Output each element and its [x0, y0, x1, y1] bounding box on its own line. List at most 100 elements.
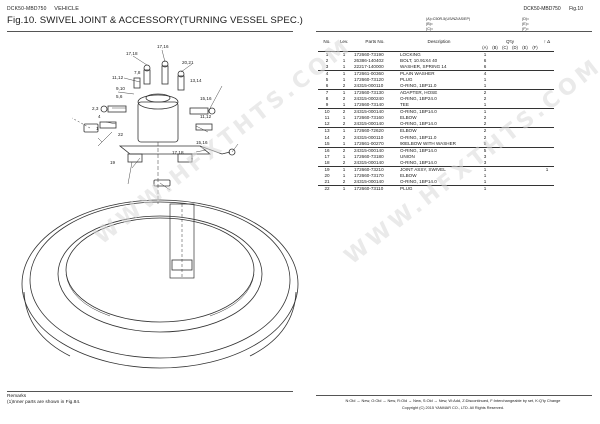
row-qty-e: [520, 185, 530, 192]
col-lev: Lev.: [339, 39, 349, 45]
row-qty-a: 5: [483, 147, 487, 153]
fig-number: Fig.10: [569, 6, 583, 12]
row-qty-b: [490, 102, 500, 110]
row-qty-e: [520, 121, 530, 129]
row-qty-b: [490, 121, 500, 129]
row-qty-d: [510, 185, 520, 192]
row-qty-a: 1: [480, 178, 490, 186]
row-ref: 1: [545, 166, 549, 172]
callout-4: 7,8: [134, 70, 141, 75]
callout-7: 9,10: [116, 86, 125, 91]
row-level: 2: [342, 109, 346, 115]
row-level: 1: [342, 58, 346, 64]
row-parts-no: 22217-140000: [352, 64, 398, 72]
row-parts-no: 24315-000140: [352, 178, 398, 186]
callout-9: 5,6: [116, 94, 123, 99]
row-qty-a: 1: [480, 102, 490, 110]
row-qty-f: [530, 159, 540, 167]
row-qty-a: 6: [480, 64, 490, 72]
code-b: (B)=: [426, 21, 433, 26]
code-d: (D)=: [522, 17, 530, 21]
locking-bracket: [118, 145, 212, 155]
washer-part: [153, 179, 171, 187]
row-parts-no: 24315-000140: [352, 159, 398, 167]
row-description: O-RING, 1BP14.0: [400, 109, 437, 115]
row-ref: [540, 140, 554, 148]
row-level: 1: [336, 102, 352, 110]
row-parts-no: 172660-73180: [354, 153, 384, 159]
callout-16: 17,18: [172, 150, 184, 155]
qty-col-e: (E): [520, 45, 530, 53]
row-level: 2: [336, 159, 352, 167]
callout-1: 17,16: [157, 44, 169, 49]
row-level: 1: [342, 172, 346, 178]
code-c: (C)=: [426, 26, 434, 31]
row-no: 14: [324, 134, 330, 140]
callout-14: 22: [118, 132, 124, 137]
row-description: WASHER, SPRING 14: [398, 64, 480, 72]
swivel-body: [137, 101, 179, 143]
copyright: Copyright (C) 2015 YANMAR CO., LTD. All …: [401, 406, 505, 410]
qty-col-c: (C): [500, 45, 510, 53]
row-level: 2: [336, 83, 352, 91]
row-qty-c: [500, 121, 510, 129]
row-description: ELBOW: [400, 172, 417, 178]
row-qty-d: [510, 159, 520, 167]
row-description: O-RING, 1BP14.0: [400, 147, 437, 153]
callout-13: 11,12: [200, 114, 212, 119]
row-no: 1: [325, 52, 329, 58]
row-qty-c: [500, 140, 510, 148]
row-qty-f: [530, 64, 540, 72]
row-qty-c: [500, 102, 510, 110]
row-qty-e: [520, 140, 530, 148]
row-qty-a: 1: [483, 172, 487, 178]
callout-6: 11,12: [112, 75, 124, 80]
row-description: O-RING, 1BP14.0: [398, 178, 480, 186]
row-parts-no: 172661-00360: [354, 71, 384, 77]
row-level: 2: [336, 178, 352, 186]
row-parts-no: 24315-000140: [354, 147, 384, 153]
row-no: 6: [318, 83, 336, 91]
row-ref: [540, 83, 554, 91]
model-code: DCK50-MBD750: [7, 6, 47, 12]
vessel-outer-ring-2: [29, 201, 291, 359]
row-no: 15: [318, 140, 336, 148]
vessel-inner-ring: [57, 215, 263, 333]
row-qty-f: [530, 121, 540, 129]
header-rule-left: [7, 31, 293, 32]
code-f: (F)=: [522, 26, 529, 31]
row-qty-a: 2: [480, 121, 490, 129]
callout-8: 15,16: [200, 96, 212, 101]
row-no: 18: [318, 159, 336, 167]
row-parts-no: 24315-000140: [354, 109, 384, 115]
row-description: TEE: [398, 102, 480, 110]
row-qty-a: 5: [480, 140, 490, 148]
row-parts-no: 24315-000240: [354, 96, 384, 102]
page-title: Fig.10. SWIVEL JOINT & ACCESSORY(TURNING…: [7, 15, 303, 26]
row-parts-no: 172660-73140: [352, 102, 398, 110]
row-level: 1: [342, 90, 346, 96]
row-level: 1: [336, 64, 352, 72]
row-ref: [540, 102, 554, 110]
code-a: (A)=C50R-5(US/NZ/AS/EP): [426, 17, 471, 21]
row-parts-no: 172660-73120: [354, 77, 384, 83]
row-parts-no: 172660-73110: [354, 185, 384, 191]
row-qty-d: [510, 178, 520, 186]
spec-codes-right: (D)= (E)= (F)=: [522, 17, 529, 32]
row-description: PLUG: [400, 185, 413, 191]
header-rule-right: [316, 31, 592, 32]
row-description: O-RING, 1BP24.0: [400, 96, 437, 102]
row-no: 17: [324, 153, 330, 159]
